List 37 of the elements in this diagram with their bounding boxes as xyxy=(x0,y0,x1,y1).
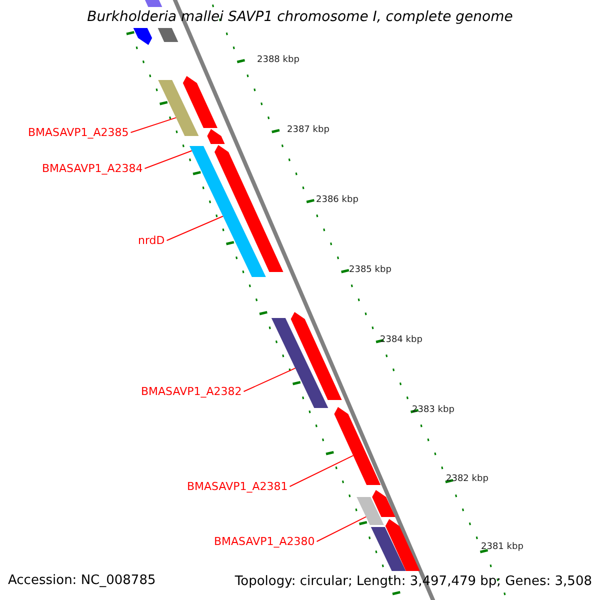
gene-bar xyxy=(385,519,420,571)
gene-bar xyxy=(290,312,342,400)
genome-info-text: Topology: circular; Length: 3,497,479 bp; Genes: 3,508 xyxy=(234,574,592,589)
gene-bar xyxy=(372,490,396,517)
scale-label: 2385 kbp xyxy=(349,265,392,275)
gene-bar xyxy=(356,497,384,525)
gene-bar xyxy=(370,527,406,571)
gene-label: BMASAVP1_A2381 xyxy=(187,480,288,493)
scale-label: 2386 kbp xyxy=(316,195,358,205)
leader-line xyxy=(130,117,177,133)
gene-label: BMASAVP1_A2384 xyxy=(42,162,143,175)
gene-label: BMASAVP1_A2380 xyxy=(214,535,315,548)
gene-bar xyxy=(158,28,178,42)
scale-label: 2381 kbp xyxy=(481,542,524,552)
leader-line xyxy=(144,150,192,169)
gene-bar xyxy=(334,407,381,485)
gene-bar xyxy=(182,76,218,128)
leader-line xyxy=(316,516,367,542)
scale-label: 2382 kbp xyxy=(446,474,488,484)
leader-line xyxy=(289,455,354,487)
gene-label: nrdD xyxy=(138,234,165,247)
gene-bar xyxy=(214,145,284,272)
gene-bar xyxy=(271,318,328,408)
scale-label: 2388 kbp xyxy=(257,55,300,65)
gene-bar xyxy=(190,146,266,277)
gene-bar xyxy=(133,28,152,45)
accession-text: Accession: NC_008785 xyxy=(8,573,156,588)
scale-label: 2384 kbp xyxy=(380,335,422,345)
gene-bar xyxy=(207,129,225,144)
gene-bar xyxy=(158,80,199,136)
leader-line xyxy=(243,368,296,392)
gene-label: BMASAVP1_A2385 xyxy=(28,126,129,139)
title: Burkholderia mallei SAVP1 chromosome I, complete genome xyxy=(87,9,513,26)
scale-label: 2383 kbp xyxy=(412,405,454,415)
leader-line xyxy=(166,216,224,241)
gene-label: BMASAVP1_A2382 xyxy=(141,385,242,398)
scale-label: 2387 kbp xyxy=(287,125,330,135)
